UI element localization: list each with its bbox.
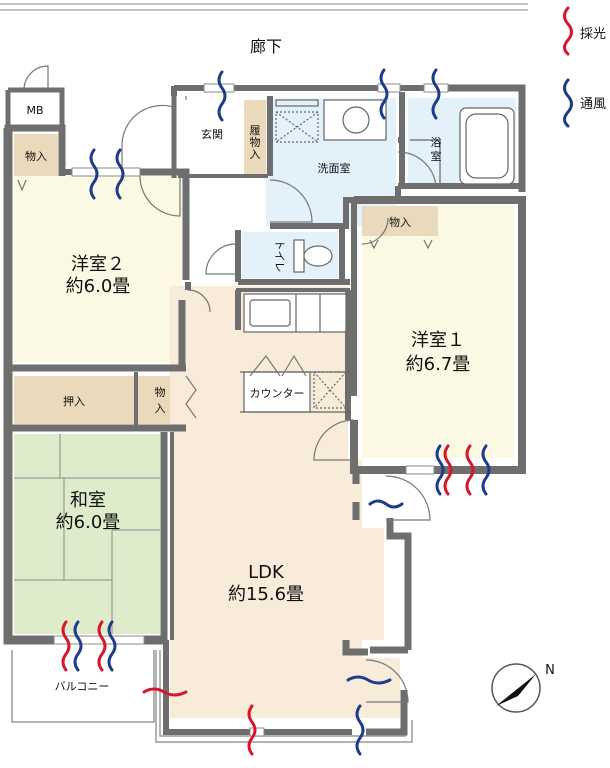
room-labels: MB 物入 玄関 履 物 入 洗面室 浴 室 物入 洋室２ 約6.0畳 トイレ … xyxy=(25,104,470,693)
wind-arrow xyxy=(481,444,491,496)
storage-small-label-1: 物 xyxy=(155,385,166,399)
light-arrow xyxy=(247,704,257,756)
compass-arrow-icon xyxy=(496,674,536,706)
mb-label: MB xyxy=(26,104,43,117)
legend: 採光 通風 xyxy=(563,6,606,128)
wind-arrow xyxy=(107,620,117,672)
legend-wind-icon xyxy=(563,78,573,128)
bath-label-2: 室 xyxy=(431,149,442,163)
wind-arrow xyxy=(217,70,227,122)
room2-name: 洋室２ xyxy=(71,254,125,275)
light-arrow xyxy=(61,620,71,672)
corridor-label: 廊下 xyxy=(250,37,282,56)
ldk-size: 約15.6畳 xyxy=(228,584,304,605)
storage1-label: 物入 xyxy=(25,149,47,163)
shoe-storage-label-2: 物 xyxy=(250,135,261,149)
wind-arrow xyxy=(89,148,99,200)
room-fills xyxy=(12,94,516,722)
wind-arrow xyxy=(73,620,83,672)
shoe-storage-label-3: 入 xyxy=(250,148,261,161)
light-arrow xyxy=(465,444,475,496)
wind-arrow xyxy=(115,148,125,200)
tatami-lines xyxy=(14,434,160,634)
wind-arrow xyxy=(431,68,441,120)
wind-arrow xyxy=(355,704,365,756)
fixtures xyxy=(240,99,515,413)
balcony-railing xyxy=(11,650,413,743)
washroom-label: 洗面室 xyxy=(318,161,351,175)
compass: N xyxy=(491,663,555,713)
wind-arrow xyxy=(346,675,392,685)
wind-arrow xyxy=(435,444,445,496)
oshiire-label: 押入 xyxy=(63,394,85,408)
room1-size: 約6.7畳 xyxy=(406,354,471,375)
washitsu-size: 約6.0畳 xyxy=(56,512,121,533)
airflow-arrows xyxy=(61,68,491,756)
legend-light-icon xyxy=(563,6,573,56)
room1-name: 洋室１ xyxy=(411,330,465,351)
legend-light-label: 採光 xyxy=(580,27,606,42)
wind-arrow xyxy=(379,68,389,120)
light-arrow xyxy=(97,620,107,672)
shoe-storage-label-1: 履 xyxy=(250,124,261,137)
balcony-label: バルコニー xyxy=(55,680,110,693)
storage-room1-label: 物入 xyxy=(389,215,411,229)
bath-label-1: 浴 xyxy=(431,136,442,149)
room2-size: 約6.0畳 xyxy=(66,276,131,297)
legend-wind-label: 通風 xyxy=(580,97,606,112)
light-arrow xyxy=(443,444,453,496)
ldk-name: LDK xyxy=(248,562,285,583)
doors xyxy=(17,65,437,703)
compass-label: N xyxy=(545,663,555,678)
compass-circle xyxy=(491,663,541,713)
storage-small-label-2: 入 xyxy=(155,402,166,415)
light-arrow xyxy=(142,687,188,697)
washitsu-name: 和室 xyxy=(70,490,106,511)
wind-arrow xyxy=(368,499,404,509)
corridor-lines xyxy=(0,3,528,11)
counter-label: カウンター xyxy=(250,387,305,400)
toilet-label: トイレ xyxy=(273,240,286,273)
genkan-label: 玄関 xyxy=(201,127,223,141)
